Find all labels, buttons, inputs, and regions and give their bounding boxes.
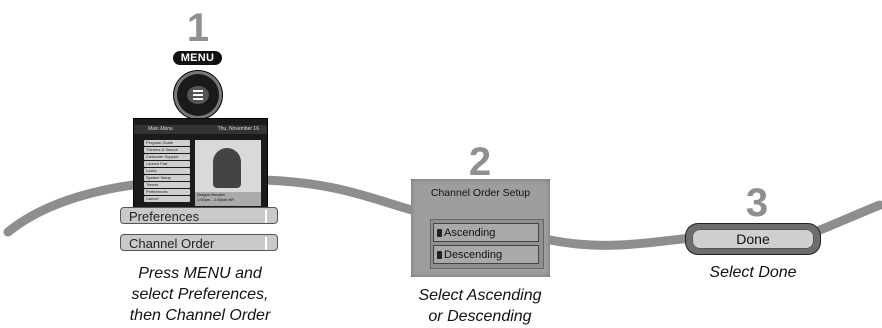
sort-options-list: Ascending Descending bbox=[430, 219, 544, 269]
tv-menu-item: Preferences bbox=[144, 189, 190, 195]
preferences-menu-item[interactable]: Preferences bbox=[120, 207, 278, 224]
document-icon bbox=[437, 251, 442, 259]
caption-line: then Channel Order bbox=[129, 307, 271, 324]
tv-program-info: Dragon Booster 1:00pm - 1:30pm NR bbox=[195, 192, 261, 206]
channel-order-label: Channel Order bbox=[129, 236, 215, 251]
tv-title: Main Menu bbox=[148, 126, 173, 132]
tv-menu-item: Launch Pad bbox=[144, 161, 190, 167]
channel-order-setup-screenshot: Channel Order Setup Ascending Descending bbox=[411, 179, 550, 277]
setup-screen-title: Channel Order Setup bbox=[430, 187, 531, 199]
done-label: Done bbox=[692, 229, 814, 249]
ascending-label: Ascending bbox=[444, 227, 496, 239]
channel-order-menu-item[interactable]: Channel Order bbox=[120, 234, 278, 251]
tv-menu-list: Program Guide Themes & Search Customer S… bbox=[144, 140, 190, 203]
caption-line: Select Done bbox=[709, 264, 797, 281]
tv-program-title: Dragon Booster bbox=[197, 192, 226, 197]
descending-label: Descending bbox=[444, 249, 503, 261]
step-1-caption: Press MENU and select Preferences, then … bbox=[100, 263, 300, 326]
tv-menu-item: Themes & Search bbox=[144, 147, 190, 153]
tv-preview-video bbox=[195, 140, 261, 192]
step-number-2: 2 bbox=[468, 140, 492, 184]
menu-label-badge: MENU bbox=[173, 51, 222, 65]
caption-line: or Descending bbox=[428, 308, 532, 325]
step-number-3: 3 bbox=[745, 181, 769, 225]
tv-date: Thu, November 16 bbox=[217, 126, 259, 132]
step-2-caption: Select Ascending or Descending bbox=[380, 285, 580, 327]
descending-option[interactable]: Descending bbox=[433, 245, 539, 264]
caption-line: Select Ascending bbox=[418, 287, 542, 304]
document-icon bbox=[437, 229, 442, 237]
tv-header: Main Menu Thu, November 16 bbox=[134, 125, 267, 134]
tv-menu-item: Program Guide bbox=[144, 140, 190, 146]
tv-menu-item: System Setup bbox=[144, 175, 190, 181]
caption-line: Press MENU and bbox=[138, 265, 262, 282]
step-3-caption: Select Done bbox=[653, 262, 853, 283]
ascending-option[interactable]: Ascending bbox=[433, 223, 539, 242]
tv-menu-item: Customer Support bbox=[144, 154, 190, 160]
tv-menu-item: Locks bbox=[144, 168, 190, 174]
preferences-label: Preferences bbox=[129, 209, 200, 224]
main-menu-screenshot: Main Menu Thu, November 16 Program Guide… bbox=[133, 118, 268, 210]
menu-remote-button-icon bbox=[174, 71, 222, 119]
tv-menu-item: Timers bbox=[144, 182, 190, 188]
done-button[interactable]: Done bbox=[686, 224, 820, 254]
tv-program-time: 1:00pm - 1:30pm NR bbox=[197, 197, 235, 202]
tv-menu-item: Cancel bbox=[144, 196, 190, 202]
step-number-1: 1 bbox=[186, 6, 210, 50]
caption-line: select Preferences, bbox=[131, 286, 269, 303]
